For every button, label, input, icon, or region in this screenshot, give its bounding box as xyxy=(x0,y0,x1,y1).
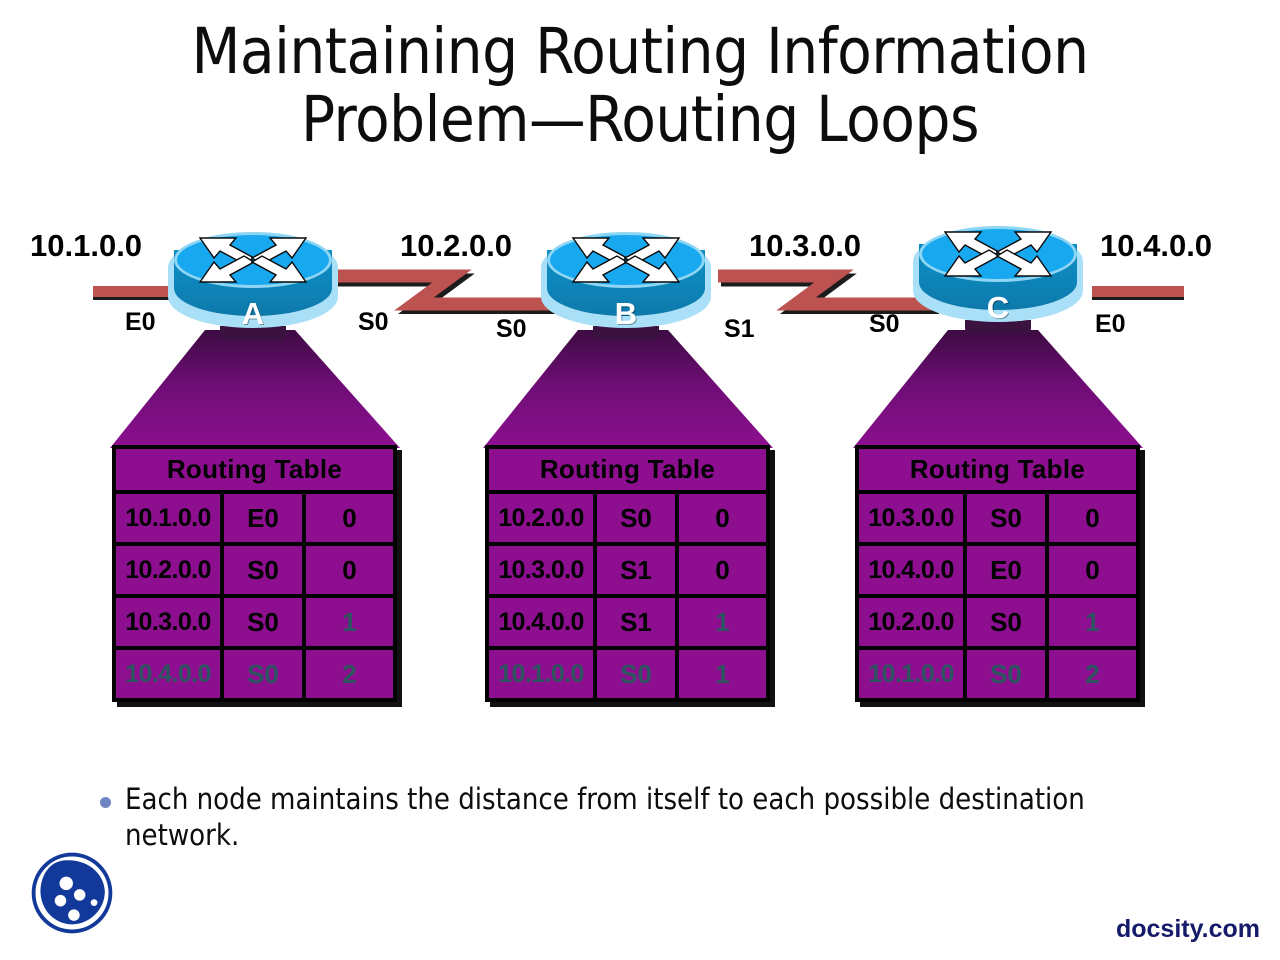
route-network: 10.4.0.0 xyxy=(859,546,967,594)
router-arrows-icon xyxy=(198,237,308,283)
route-metric: 0 xyxy=(1085,554,1100,585)
table-row: 10.4.0.0 S0 2 xyxy=(116,650,393,698)
router-c[interactable]: C xyxy=(913,226,1083,334)
router-c-label: C xyxy=(986,290,1010,325)
routing-table-c: Routing Table 10.3.0.0 S0 0 10.4.0.0 E0 … xyxy=(855,445,1140,702)
route-metric: 1 xyxy=(715,658,730,689)
table-row: 10.3.0.0 S0 1 xyxy=(116,598,393,650)
route-interface: S1 xyxy=(597,546,679,594)
route-metric: 0 xyxy=(342,502,357,533)
router-b[interactable]: B xyxy=(541,232,711,340)
route-network: 10.4.0.0 xyxy=(116,650,224,698)
route-network: 10.1.0.0 xyxy=(116,494,224,542)
router-b-label: B xyxy=(614,296,638,331)
route-interface: S0 xyxy=(967,598,1049,646)
route-network: 10.4.0.0 xyxy=(489,598,597,646)
route-metric: 2 xyxy=(342,658,357,689)
router-b-top xyxy=(547,232,705,288)
table-row: 10.3.0.0 S0 0 xyxy=(859,494,1136,546)
route-interface: S0 xyxy=(224,546,306,594)
table-row: 10.4.0.0 E0 0 xyxy=(859,546,1136,598)
serial-link-10-3 xyxy=(718,269,939,314)
table-row: 10.4.0.0 S1 1 xyxy=(489,598,766,650)
iface-label-b-s1: S1 xyxy=(724,315,755,343)
routing-table-a: Routing Table 10.1.0.0 E0 0 10.2.0.0 S0 … xyxy=(112,445,397,702)
ethernet-link-10-4 xyxy=(1092,286,1184,297)
table-row: 10.1.0.0 E0 0 xyxy=(116,494,393,546)
table-row: 10.2.0.0 S0 0 xyxy=(489,494,766,546)
router-arrows-icon xyxy=(943,231,1053,277)
title-line-2: Problem—Routing Loops xyxy=(300,83,980,157)
footer-brand: docsity.com xyxy=(1115,915,1260,943)
route-network: 10.2.0.0 xyxy=(489,494,597,542)
ethernet-link-10-1 xyxy=(93,286,185,297)
route-network: 10.2.0.0 xyxy=(116,546,224,594)
route-interface: S1 xyxy=(597,598,679,646)
page-title: Maintaining Routing Information Problem—… xyxy=(0,15,1280,157)
route-metric: 0 xyxy=(342,554,357,585)
router-b-base xyxy=(593,326,659,340)
route-interface: S0 xyxy=(967,494,1049,542)
serial-link-10-2 xyxy=(334,269,557,314)
table-row: 10.2.0.0 S0 1 xyxy=(859,598,1136,650)
router-arrows-icon xyxy=(571,237,681,283)
bullet-dot-icon xyxy=(100,797,111,808)
router-a-top xyxy=(174,232,332,288)
router-a-label: A xyxy=(241,296,265,331)
iface-label-c-s0: S0 xyxy=(869,310,900,338)
funnel-router-c xyxy=(853,330,1143,448)
route-network: 10.3.0.0 xyxy=(116,598,224,646)
route-interface: S0 xyxy=(597,494,679,542)
route-metric: 0 xyxy=(715,554,730,585)
router-c-top xyxy=(919,226,1077,282)
route-metric: 1 xyxy=(1085,606,1100,637)
route-interface: S0 xyxy=(967,650,1049,698)
route-metric: 1 xyxy=(715,606,730,637)
iface-label-c-e0: E0 xyxy=(1095,310,1126,338)
iface-label-a-e0: E0 xyxy=(125,308,156,336)
table-row: 10.1.0.0 S0 1 xyxy=(489,650,766,698)
route-network: 10.2.0.0 xyxy=(859,598,967,646)
iface-label-a-s0: S0 xyxy=(358,308,389,336)
network-label-10-2: 10.2.0.0 xyxy=(400,228,513,263)
table-row: 10.2.0.0 S0 0 xyxy=(116,546,393,598)
routing-table-a-header: Routing Table xyxy=(116,449,393,494)
bullet-list: Each node maintains the distance from it… xyxy=(100,782,1180,854)
route-metric: 1 xyxy=(342,606,357,637)
router-c-base xyxy=(965,320,1031,334)
router-a[interactable]: A xyxy=(168,232,338,340)
route-metric: 0 xyxy=(1085,502,1100,533)
network-label-10-1: 10.1.0.0 xyxy=(30,228,143,263)
routing-table-b: Routing Table 10.2.0.0 S0 0 10.3.0.0 S1 … xyxy=(485,445,770,702)
iface-label-b-s0: S0 xyxy=(496,315,527,343)
route-interface: E0 xyxy=(224,494,306,542)
funnel-router-b xyxy=(483,330,773,448)
route-network: 10.3.0.0 xyxy=(859,494,967,542)
title-line-1: Maintaining Routing Information xyxy=(191,15,1089,88)
route-interface: S0 xyxy=(224,650,306,698)
route-metric: 0 xyxy=(715,502,730,533)
bullet-item-text: Each node maintains the distance from it… xyxy=(125,782,1085,852)
route-metric: 2 xyxy=(1085,658,1100,689)
router-a-base xyxy=(220,326,286,340)
route-interface: E0 xyxy=(967,546,1049,594)
routing-table-b-header: Routing Table xyxy=(489,449,766,494)
network-label-10-4: 10.4.0.0 xyxy=(1100,228,1213,263)
routing-table-c-header: Routing Table xyxy=(859,449,1136,494)
table-row: 10.3.0.0 S1 0 xyxy=(489,546,766,598)
docsity-logo-icon xyxy=(31,852,113,934)
funnel-router-a xyxy=(110,330,400,448)
table-row: 10.1.0.0 S0 2 xyxy=(859,650,1136,698)
route-network: 10.1.0.0 xyxy=(859,650,967,698)
route-network: 10.1.0.0 xyxy=(489,650,597,698)
route-interface: S0 xyxy=(597,650,679,698)
network-label-10-3: 10.3.0.0 xyxy=(749,228,862,263)
route-network: 10.3.0.0 xyxy=(489,546,597,594)
route-interface: S0 xyxy=(224,598,306,646)
